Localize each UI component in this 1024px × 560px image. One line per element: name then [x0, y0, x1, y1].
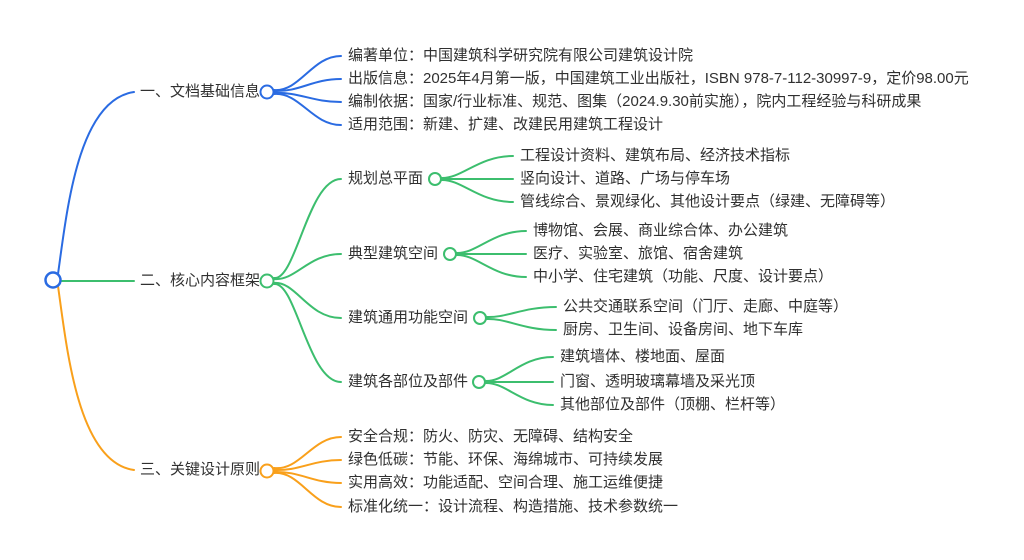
topic-general-node-circle[interactable] [473, 311, 487, 325]
topic-typical-label[interactable]: 典型建筑空间 [348, 245, 439, 262]
connector-branch2-topic2 [273, 253, 342, 281]
connector-branch1-leaf3 [273, 91, 342, 103]
connector-branch3-leaf1 [273, 436, 342, 470]
topic-parts-leaf-2[interactable]: 门窗、透明玻璃幕墙及采光顶 [560, 373, 756, 390]
connector-topic1-leaf3 [440, 178, 514, 203]
connector-topic2-leaf3 [455, 253, 527, 278]
topic-general-leaf-1[interactable]: 公共交通联系空间（门厅、走廊、中庭等） [563, 298, 849, 315]
connector-branch2-topic3 [273, 281, 342, 319]
topic-typical-leaf-2[interactable]: 医疗、实验室、旅馆、宿舍建筑 [533, 245, 744, 262]
branch3-node-circle[interactable] [259, 463, 275, 479]
connector-topic2-leaf1 [455, 230, 527, 255]
connector-branch2-topic1 [273, 178, 342, 280]
connector-root-branch3 [57, 285, 135, 471]
branch3-leaf-safety[interactable]: 安全合规：防火、防灾、无障碍、结构安全 [348, 428, 634, 445]
branch3-leaf-standard[interactable]: 标准化统一：设计流程、构造措施、技术参数统一 [348, 498, 679, 515]
branch1-label[interactable]: 一、文档基础信息 [140, 83, 261, 100]
branch1-leaf-scope[interactable]: 适用范围：新建、扩建、改建民用建筑工程设计 [348, 116, 664, 133]
branch2-label[interactable]: 二、核心内容框架 [140, 272, 261, 289]
topic-parts-node-circle[interactable] [472, 375, 486, 389]
topic-planning-label[interactable]: 规划总平面 [348, 170, 424, 187]
topic-parts-leaf-3[interactable]: 其他部位及部件（顶棚、栏杆等） [560, 396, 786, 413]
branch1-leaf-basis[interactable]: 编制依据：国家/行业标准、规范、图集（2024.9.30前实施），院内工程经验与… [348, 93, 922, 110]
topic-planning-leaf-3[interactable]: 管线综合、景观绿化、其他设计要点（绿建、无障碍等） [520, 193, 896, 210]
topic-typical-leaf-1[interactable]: 博物馆、会展、商业综合体、办公建筑 [533, 222, 789, 239]
topic-typical-node-circle[interactable] [443, 247, 457, 261]
branch1-node-circle[interactable] [259, 84, 275, 100]
branch2-node-circle[interactable] [259, 273, 275, 289]
connector-branch1-leaf1 [273, 55, 342, 92]
connector-topic3-leaf1 [485, 306, 557, 319]
topic-general-label[interactable]: 建筑通用功能空间 [348, 309, 469, 326]
topic-general-leaf-2[interactable]: 厨房、卫生间、设备房间、地下车库 [563, 321, 804, 338]
connector-topic3-leaf2 [485, 317, 557, 331]
connector-branch1-leaf2 [273, 78, 342, 93]
branch3-leaf-practical[interactable]: 实用高效：功能适配、空间合理、施工运维便捷 [348, 474, 664, 491]
connector-topic4-leaf3 [484, 381, 554, 406]
branch1-leaf-publication[interactable]: 出版信息：2025年4月第一版，中国建筑工业出版社，ISBN 978-7-112… [348, 70, 969, 87]
branch3-leaf-green[interactable]: 绿色低碳：节能、环保、海绵城市、可持续发展 [348, 451, 664, 468]
topic-parts-leaf-1[interactable]: 建筑墙体、楼地面、屋面 [560, 348, 726, 365]
connector-branch2-topic4 [273, 282, 342, 383]
branch3-label[interactable]: 三、关键设计原则 [140, 461, 261, 478]
topic-parts-label[interactable]: 建筑各部位及部件 [348, 373, 469, 390]
connector-root-branch1 [57, 91, 135, 275]
topic-planning-leaf-2[interactable]: 竖向设计、道路、广场与停车场 [520, 170, 731, 187]
connector-branch3-leaf2 [273, 459, 342, 472]
branch1-leaf-publisher[interactable]: 编著单位：中国建筑科学研究院有限公司建筑设计院 [348, 47, 694, 64]
connector-branch3-leaf4 [273, 471, 342, 508]
topic-planning-node-circle[interactable] [428, 172, 442, 186]
connector-branch1-leaf4 [273, 92, 342, 126]
connector-topic4-leaf1 [484, 356, 554, 383]
connector-topic1-leaf1 [440, 155, 514, 180]
topic-planning-leaf-1[interactable]: 工程设计资料、建筑布局、经济技术指标 [520, 147, 791, 164]
connector-branch3-leaf3 [273, 470, 342, 484]
topic-typical-leaf-3[interactable]: 中小学、住宅建筑（功能、尺度、设计要点） [533, 268, 834, 285]
root-node-circle[interactable] [44, 271, 62, 289]
